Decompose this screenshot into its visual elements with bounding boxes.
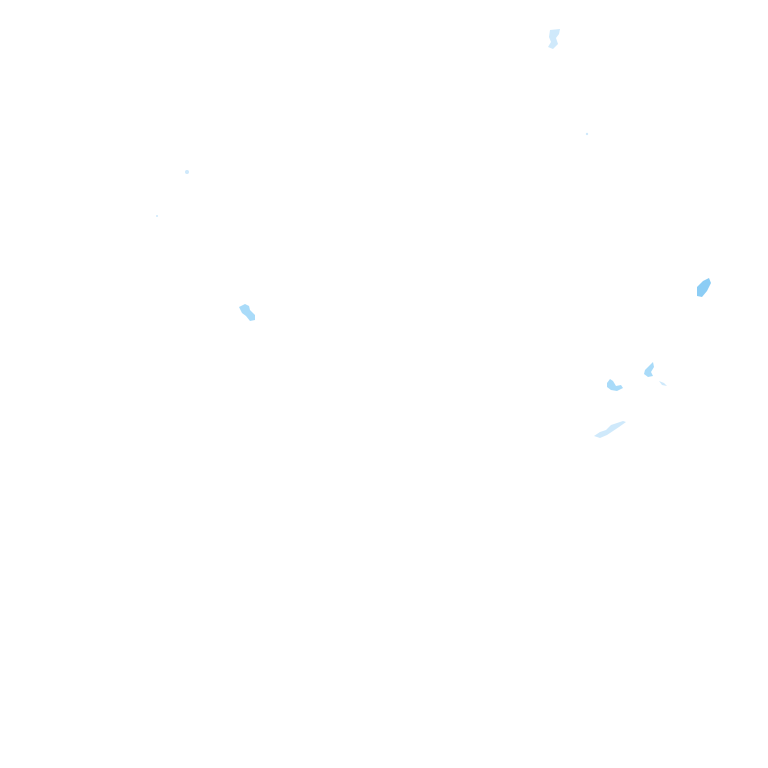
water-body-west: [239, 304, 255, 321]
water-body-east: [697, 278, 711, 297]
water-body-southeast-b: [644, 362, 667, 386]
water-body-southeast-a: [607, 379, 623, 391]
water-body-west-small: [156, 170, 189, 217]
water-body-north: [548, 29, 589, 136]
water-body-southeast-stream: [594, 421, 626, 438]
